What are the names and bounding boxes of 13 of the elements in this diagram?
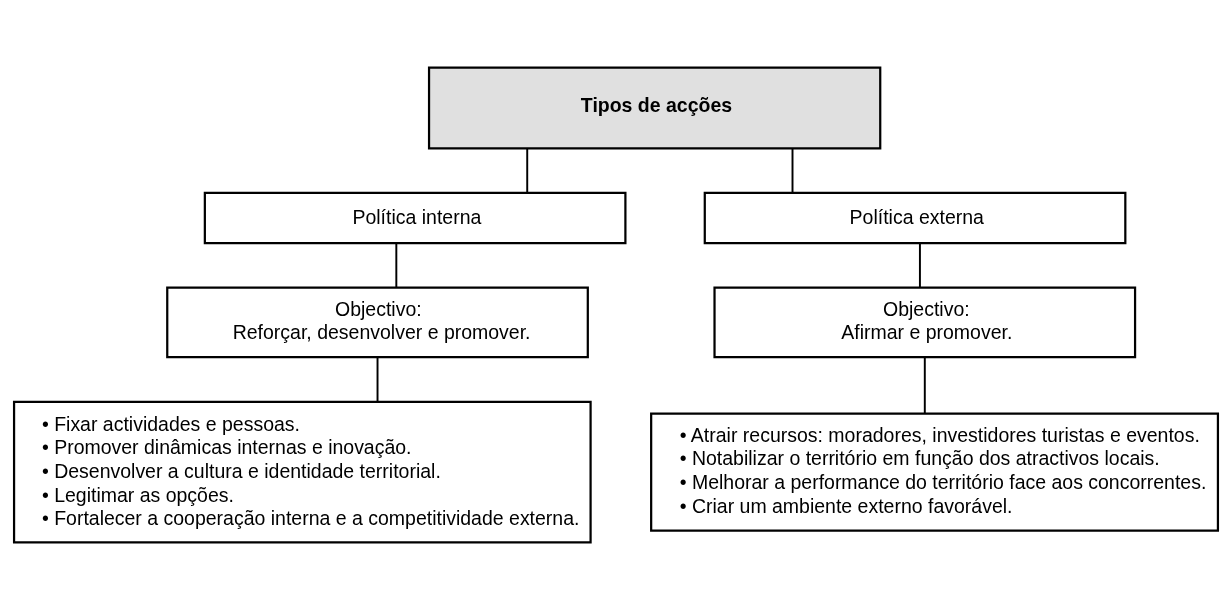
connector: [395, 241, 398, 288]
node-box: Política externa: [703, 191, 1127, 244]
node-box: Objectivo: Reforçar, desenvolver e promover.: [166, 285, 589, 358]
node-box: Política interna: [203, 191, 627, 244]
connector: [791, 147, 794, 194]
connector: [526, 147, 529, 194]
connector: [376, 356, 379, 402]
node-box: • Atrair recursos: moradores, investidores turistas e eventos. • Notabilizar o território em função dos atractivos locais. • Melhorar a performance do território face aos concorrentes. • Criar um ambiente externo favorável.: [650, 412, 1220, 532]
node-box: Tipos de acções: [427, 65, 882, 149]
connector: [918, 241, 921, 288]
node-box: Objectivo: Afirmar e promover.: [713, 285, 1137, 358]
node-box: • Fixar actividades e pessoas. • Promover dinâmicas internas e inovação. • Desenvolver a cultura e identidade territorial. • Legitimar as opções. • Fortalecer a cooperação interna e a competitividade externa.: [12, 400, 592, 544]
connector: [923, 356, 926, 414]
